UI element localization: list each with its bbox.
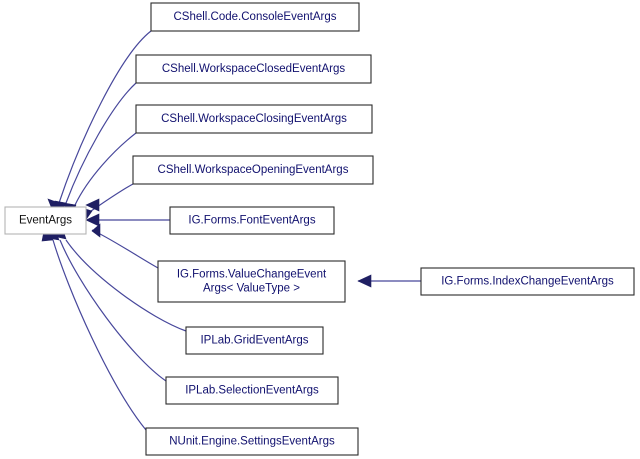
edges-layer (52, 30, 421, 431)
class-node-box[interactable] (157, 260, 346, 303)
inheritance-edge (91, 229, 159, 269)
inheritance-edge (58, 30, 152, 204)
class-node-box[interactable] (145, 427, 359, 456)
class-node-settings-event-args[interactable]: NUnit.Engine.SettingsEventArgs (145, 427, 359, 456)
inheritance-edge (65, 239, 187, 332)
class-node-box[interactable] (150, 2, 360, 32)
class-node-label: IG.Forms.IndexChangeEventArgs (441, 276, 614, 288)
class-node-workspace-closed-event-args[interactable]: CShell.WorkspaceClosedEventArgs (135, 54, 372, 84)
class-node-box[interactable] (165, 376, 339, 405)
class-node-label: EventArgs (19, 215, 72, 227)
class-node-font-event-args[interactable]: IG.Forms.FontEventArgs (169, 206, 335, 235)
inheritance-arrowhead-icon (85, 198, 100, 212)
class-node-console-event-args[interactable]: CShell.Code.ConsoleEventArgs (150, 2, 360, 32)
class-node-workspace-opening-event-args[interactable]: CShell.WorkspaceOpeningEventArgs (132, 155, 374, 185)
inheritance-edge (52, 239, 147, 431)
class-node-label: CShell.WorkspaceClosedEventArgs (162, 63, 345, 75)
class-node-grid-event-args[interactable]: IPLab.GridEventArgs (185, 326, 324, 355)
class-node-box[interactable] (135, 104, 373, 134)
class-node-label: CShell.WorkspaceClosingEventArgs (161, 113, 347, 125)
class-node-label: Args< ValueType > (203, 283, 300, 295)
class-node-box[interactable] (4, 206, 87, 235)
class-node-index-change-event-args[interactable]: IG.Forms.IndexChangeEventArgs (420, 267, 635, 296)
class-node-label: NUnit.Engine.SettingsEventArgs (169, 436, 335, 448)
class-node-box[interactable] (132, 155, 374, 185)
class-node-selection-event-args[interactable]: IPLab.SelectionEventArgs (165, 376, 339, 405)
inheritance-arrowhead-icon (85, 213, 100, 227)
class-node-box[interactable] (169, 206, 335, 235)
inheritance-edge (59, 239, 167, 382)
class-node-box[interactable] (420, 267, 635, 296)
class-node-label: IPLab.SelectionEventArgs (185, 385, 319, 397)
class-node-label: CShell.Code.ConsoleEventArgs (173, 11, 336, 23)
class-node-label: IPLab.GridEventArgs (200, 335, 308, 347)
class-node-label: IG.Forms.ValueChangeEvent (177, 269, 327, 281)
class-node-workspace-closing-event-args[interactable]: CShell.WorkspaceClosingEventArgs (135, 104, 373, 134)
inheritance-arrowhead-icon (357, 274, 372, 288)
class-node-label: CShell.WorkspaceOpeningEventArgs (158, 164, 349, 176)
class-node-eventargs[interactable]: EventArgs (4, 206, 87, 235)
inheritance-arrowhead-icon (91, 223, 101, 238)
nodes-layer: EventArgs CShell.Code.ConsoleEventArgsCSh… (4, 2, 635, 456)
class-node-box[interactable] (185, 326, 324, 355)
inheritance-edge (65, 82, 137, 204)
class-node-label: IG.Forms.FontEventArgs (188, 215, 315, 227)
inheritance-edge (74, 132, 137, 206)
class-node-box[interactable] (135, 54, 372, 84)
